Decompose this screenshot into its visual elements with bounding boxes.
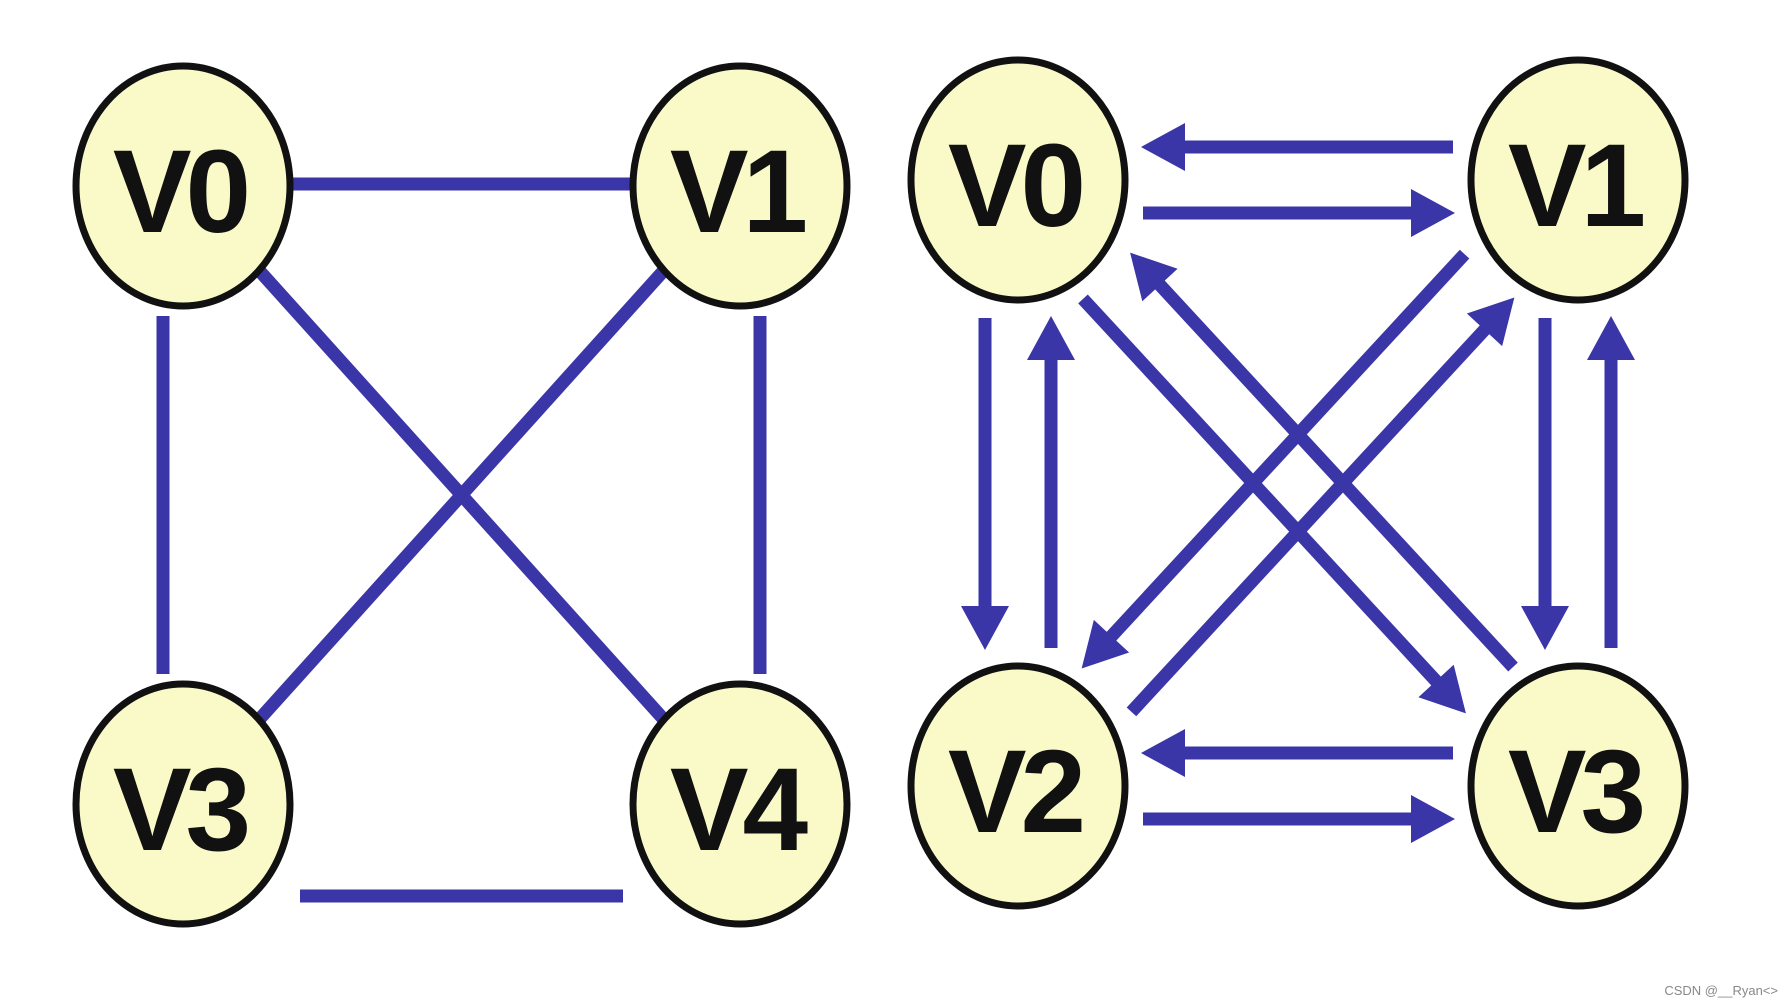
undirected-node-v1: V1 — [629, 62, 851, 310]
arc-v0-to-v1 — [1143, 189, 1455, 237]
arrow-head — [1141, 729, 1185, 777]
directed-node-v1: V1 — [1467, 56, 1689, 304]
arrow-head — [1130, 252, 1178, 302]
undirected-node-v4: V4 — [629, 680, 851, 928]
watermark-text: CSDN @__Ryan<> — [1664, 983, 1778, 998]
node-label: V2 — [948, 726, 1082, 858]
directed-node-v2: V2 — [907, 662, 1129, 910]
node-circle — [72, 62, 294, 310]
arc-v3-to-v1 — [1587, 316, 1635, 648]
node-label: V1 — [1508, 120, 1644, 252]
arc-shaft — [1103, 249, 1470, 644]
arrow-head — [1587, 316, 1635, 360]
arc-v2-to-v3 — [1143, 795, 1455, 843]
node-circle — [907, 56, 1129, 304]
arrow-head — [1141, 123, 1185, 171]
arc-v0-to-v3 — [1078, 294, 1466, 714]
undirected-node-v0: V0 — [72, 62, 294, 310]
arc-v1-to-v3 — [1521, 318, 1569, 650]
arc-v3-to-v2 — [1141, 729, 1453, 777]
node-circle — [72, 680, 294, 928]
node-circle — [907, 662, 1129, 910]
arc-v1-to-v2 — [1081, 249, 1470, 669]
arrow-head — [1411, 189, 1455, 237]
node-label: V3 — [1508, 726, 1643, 858]
arc-shaft — [1078, 294, 1444, 689]
arc-v3-to-v0 — [1130, 252, 1518, 672]
directed-node-v0: V0 — [907, 56, 1129, 304]
arrow-head — [1081, 619, 1130, 669]
node-label: V0 — [948, 120, 1082, 252]
arrow-head — [1411, 795, 1455, 843]
arc-v0-to-v2 — [961, 318, 1009, 650]
arrow-head — [961, 606, 1009, 650]
arc-v1-to-v0 — [1141, 123, 1453, 171]
undirected-edge-v1-v3 — [254, 266, 669, 724]
arrow-head — [1521, 606, 1569, 650]
node-label: V4 — [670, 744, 808, 876]
arc-shaft — [1152, 277, 1518, 672]
arrow-head — [1418, 664, 1466, 714]
node-label: V3 — [113, 744, 248, 876]
arc-v2-to-v0 — [1027, 316, 1075, 648]
node-circle — [1467, 662, 1689, 910]
node-label: V0 — [113, 126, 247, 258]
node-circle — [629, 680, 851, 928]
arc-shaft — [1126, 322, 1493, 717]
node-circle — [1467, 56, 1689, 304]
node-circle — [629, 62, 851, 310]
arrow-head — [1466, 297, 1515, 347]
node-label: V1 — [670, 126, 806, 258]
directed-graph-arcs — [961, 123, 1635, 843]
arrow-head — [1027, 316, 1075, 360]
directed-node-v3: V3 — [1467, 662, 1689, 910]
undirected-node-v3: V3 — [72, 680, 294, 928]
arc-v2-to-v1 — [1126, 297, 1515, 717]
undirected-graph-edges — [156, 177, 767, 903]
